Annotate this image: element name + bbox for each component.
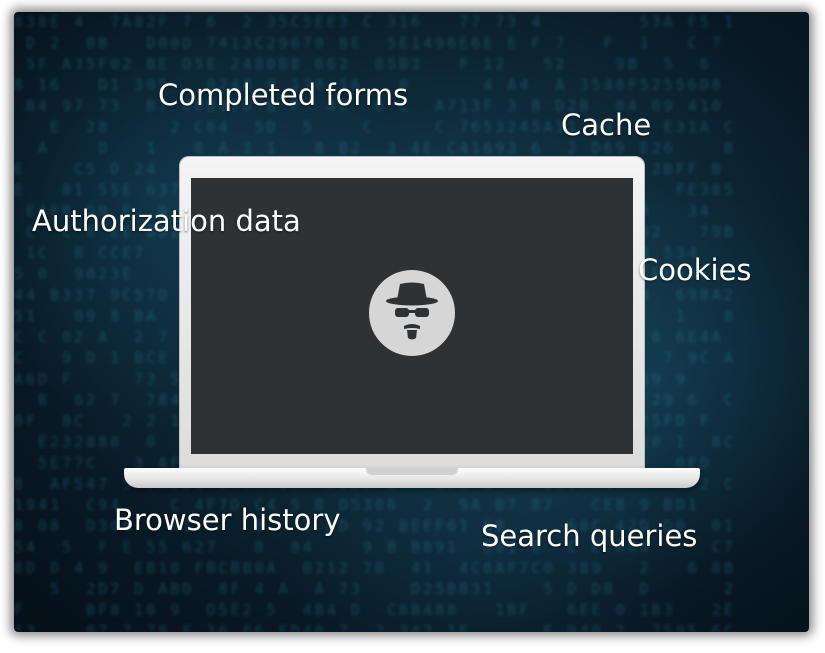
illustration-frame: 838E 4 7A82F 7 6 2 35C5EE3 C 316 77 73 4… [14, 12, 809, 632]
label-search-queries: Search queries [481, 519, 698, 553]
laptop-base [124, 468, 700, 488]
label-browser-history: Browser history [114, 503, 341, 537]
laptop-lid [179, 156, 645, 472]
laptop-notch [366, 468, 458, 475]
label-authorization-data: Authorization data [32, 204, 301, 238]
label-completed-forms: Completed forms [158, 78, 409, 112]
label-cache: Cache [561, 108, 652, 142]
incognito-icon [369, 270, 455, 356]
label-cookies: Cookies [638, 253, 752, 287]
laptop-screen [191, 178, 633, 454]
